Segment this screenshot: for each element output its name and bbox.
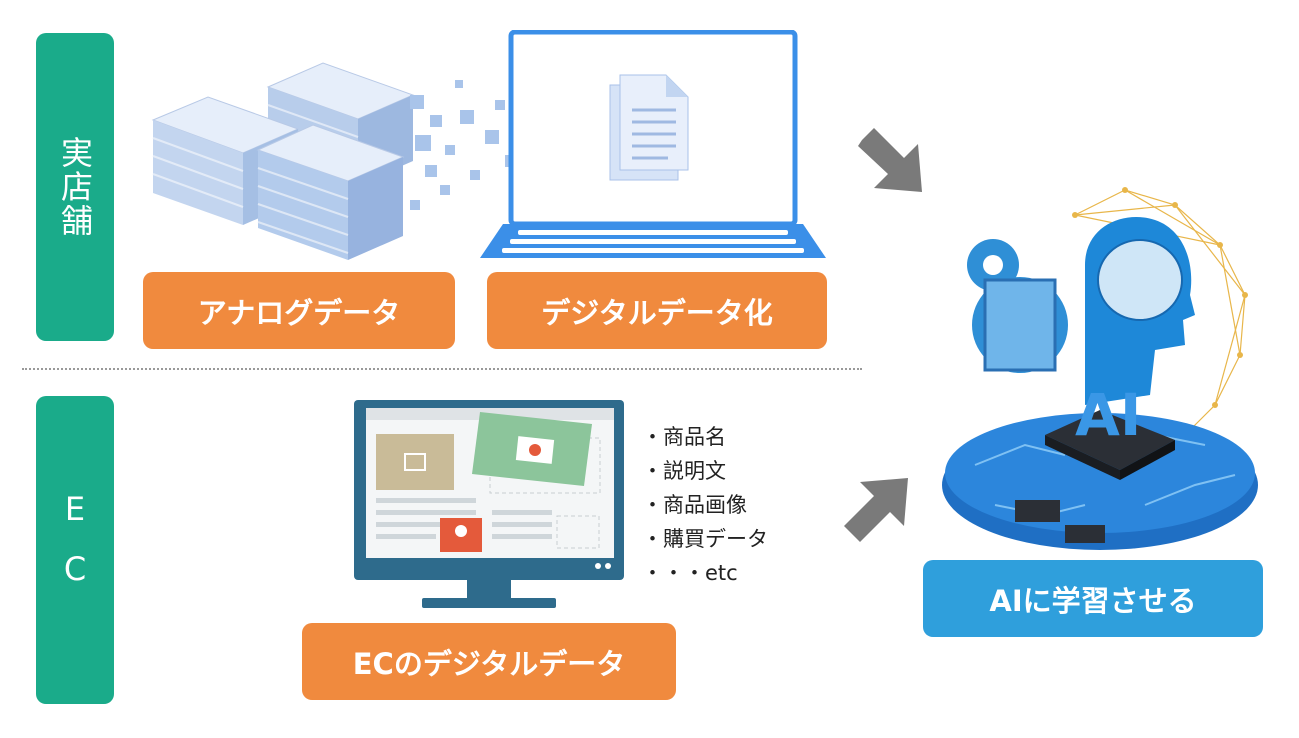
video-card xyxy=(472,412,592,486)
section-tab-ec: EC xyxy=(36,396,114,704)
list-item: ・商品画像 xyxy=(642,493,747,517)
paper-stack-front xyxy=(256,124,405,260)
image-placeholder-1 xyxy=(376,434,454,490)
list-item: ・購買データ xyxy=(642,527,768,551)
label-ec-digital-data: ECのデジタルデータ xyxy=(302,623,676,700)
arrow-down-right xyxy=(858,128,922,192)
paper-stacks-illustration xyxy=(151,62,415,260)
monitor-illustration xyxy=(354,400,624,608)
ai-brain-chip-illustration: AI xyxy=(942,187,1258,550)
section-divider xyxy=(22,368,862,370)
arrow-up-right xyxy=(844,478,908,542)
label-digitize: デジタルデータ化 xyxy=(487,272,827,349)
list-item: ・商品名 xyxy=(642,425,726,449)
label-analog-data: アナログデータ xyxy=(143,272,455,349)
laptop-illustration xyxy=(480,30,826,258)
section-label-ec: EC xyxy=(56,490,94,610)
label-ai-learn: AIに学習させる xyxy=(923,560,1263,637)
section-tab-store: 実店舗 xyxy=(36,33,114,341)
section-label-store: 実店舗 xyxy=(56,136,94,238)
map-pin-placeholder xyxy=(440,518,482,552)
head-silhouette xyxy=(1085,217,1195,405)
list-item: ・・・etc xyxy=(642,561,738,585)
document-icon xyxy=(609,74,689,181)
ec-data-list: ・商品名 ・説明文 ・商品画像 ・購買データ ・・・etc xyxy=(642,420,768,590)
list-item: ・説明文 xyxy=(642,459,726,483)
ai-chip-label: AI xyxy=(1075,381,1141,449)
